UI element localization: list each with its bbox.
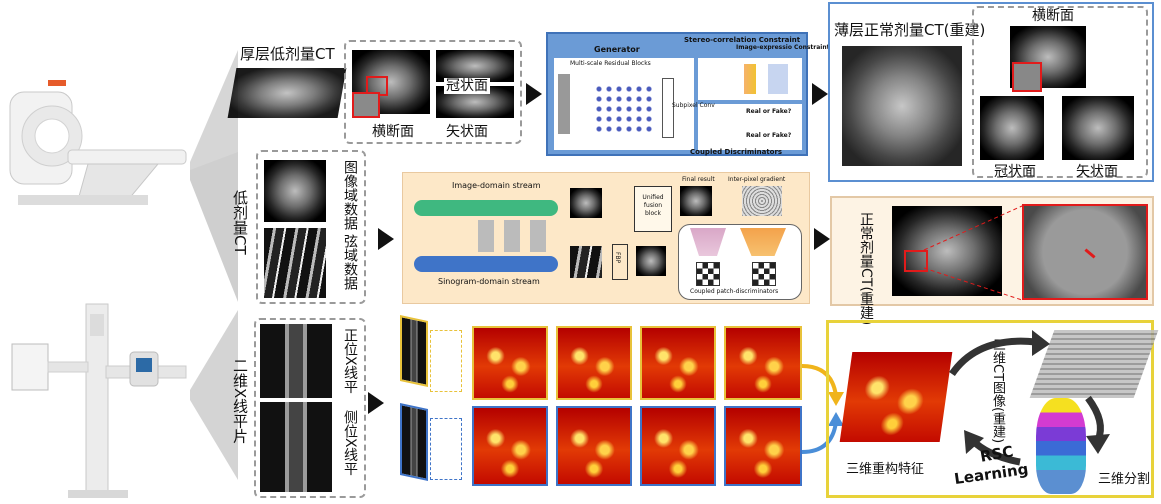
- row2-output-label: 正常剂量CT(重建): [858, 212, 874, 326]
- row1-out-zoom: [1012, 62, 1042, 92]
- gen-stereo: Stereo-correlation Constraint: [684, 36, 801, 44]
- stream-links: [478, 220, 554, 252]
- row3-recon-feature-volume: [839, 352, 953, 442]
- net-final-image: [680, 186, 712, 216]
- row1-output-label: 薄层正常剂量CT(重建): [834, 21, 986, 39]
- row2-arrow-2: [814, 228, 830, 250]
- gen-real-fake-2: Real or Fake?: [746, 132, 792, 139]
- row2-zoom-lines: [923, 205, 1023, 301]
- heatmap-ap-1: [472, 326, 548, 400]
- row2-input-label: 低剂量CT: [231, 190, 249, 255]
- net-inter-pixel: Inter-pixel gradient: [728, 176, 786, 183]
- disc-grid-2: [752, 262, 776, 286]
- row3-output-box: [826, 320, 1154, 498]
- row3-lat-xray: [260, 402, 332, 492]
- row3-recon-feature-label: 三维重构特征: [846, 462, 925, 477]
- row3-ap-label: 正位X线平: [342, 328, 358, 394]
- net-final: Final result: [682, 176, 715, 183]
- heatmap-lat-4: [724, 406, 802, 486]
- row1-out-sagittal-label: 矢状面: [1076, 164, 1118, 180]
- net-coupled-patch: Coupled patch-discriminators: [690, 288, 779, 295]
- row1-output-volume: [842, 46, 962, 166]
- fusion-box: [634, 186, 672, 232]
- row2-image-domain: [264, 160, 326, 222]
- net-image-output: [570, 188, 602, 218]
- row3-curved-arrows: [801, 364, 844, 454]
- net-sino-stream: Sinogram-domain stream: [438, 277, 540, 286]
- row3-proj-lat: [400, 403, 428, 481]
- row1-label-sagittal: 矢状面: [446, 124, 488, 140]
- ct-scanner-image: [8, 70, 193, 220]
- row2-input-box: [256, 150, 366, 304]
- row3-segmentation-icon: [1036, 398, 1086, 494]
- row2-output-red-box: [904, 250, 928, 272]
- generator-panel: [546, 32, 808, 156]
- row1-arrow-1: [526, 83, 542, 105]
- gen-image-expr: Image-expressio Constraint: [736, 44, 830, 51]
- row1-input-volume: [227, 68, 347, 118]
- net-fusion: Unified fusion block: [642, 194, 664, 217]
- heatmap-lat-2: [556, 406, 632, 486]
- heatmap-lat-1: [472, 406, 548, 486]
- row3-ct-image-label: 三维CT图像(重建): [990, 338, 1005, 444]
- row1-views-box: [344, 40, 522, 144]
- gen-coupled: Coupled Discriminators: [690, 148, 783, 156]
- row1-output-views: [972, 6, 1148, 178]
- row3-segmentation-label: 三维分割: [1098, 472, 1151, 487]
- row2-image-domain-label: 图像域数据: [342, 160, 358, 230]
- net-image-stream: Image-domain stream: [452, 181, 541, 190]
- row1-out-coronal-image: [980, 96, 1044, 160]
- row1-label-coronal: 冠状面: [444, 78, 490, 94]
- row3-proj-lat-planes: [430, 418, 462, 480]
- row2-sinogram: [264, 228, 326, 298]
- bp-box: [612, 244, 628, 280]
- gen-title: Generator: [594, 45, 640, 54]
- row1-zoom-patch: [352, 92, 380, 118]
- net-gradient-image: [742, 186, 782, 216]
- net-bp: FBP: [614, 252, 621, 264]
- row3-input-label: 二维X线平片: [231, 358, 249, 444]
- disc-grid-1: [696, 262, 720, 286]
- heatmap-ap-2: [556, 326, 632, 400]
- row3-lat-label: 侧位X线平: [342, 410, 358, 476]
- row3-arrow-1: [368, 392, 384, 414]
- gen-subpixel: Subpixel Conv: [672, 102, 715, 109]
- row2-arrow-1: [378, 228, 394, 250]
- gen-real-fake-1: Real or Fake?: [746, 108, 792, 115]
- row3-proj-ap-planes: [430, 330, 462, 392]
- row1-input-label: 厚层低剂量CT: [240, 45, 335, 63]
- row1-arrow-2: [812, 83, 828, 105]
- net-fbp-image: [636, 246, 666, 276]
- heatmap-ap-3: [640, 326, 716, 400]
- net-sino-output: [570, 246, 602, 278]
- xray-machine-image: [8, 300, 193, 500]
- row3-proj-ap: [400, 315, 428, 387]
- heatmap-lat-3: [640, 406, 716, 486]
- row1-out-sagittal-image: [1062, 96, 1134, 160]
- row3-ap-xray: [260, 324, 332, 398]
- row1-label-axial: 横断面: [372, 124, 414, 140]
- row3-input-box: [254, 318, 366, 498]
- row1-out-axial-label: 横断面: [1032, 8, 1074, 24]
- sino-stream-bar: [414, 256, 558, 272]
- image-stream-bar: [414, 200, 558, 216]
- row1-output-box: [828, 2, 1154, 182]
- row1-out-coronal-label: 冠状面: [994, 164, 1036, 180]
- gen-subtitle: Multi-scale Residual Blocks: [570, 60, 651, 67]
- row2-sino-domain-label: 弦域数据: [342, 234, 358, 290]
- row3-cycle-arrows: [949, 330, 1110, 466]
- heatmap-ap-4: [724, 326, 802, 400]
- connector-funnels: [190, 50, 238, 480]
- row1-coronal-image: [436, 50, 514, 82]
